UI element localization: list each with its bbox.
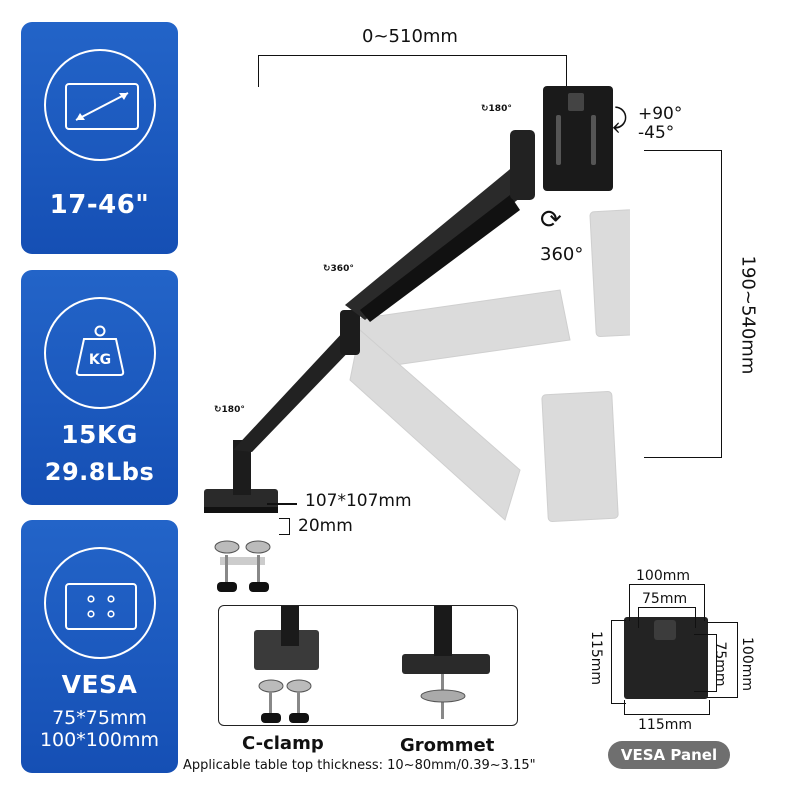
reach-tick-right — [566, 55, 567, 87]
svg-text:KG: KG — [88, 352, 110, 368]
rotation-label: 360° — [540, 244, 584, 265]
reach-tick-left — [258, 55, 259, 87]
swivel-top-icon: ↻180° — [481, 104, 512, 114]
rotate-360-icon: ⟳ — [540, 205, 562, 235]
swivel-base-icon: ↻180° — [214, 405, 245, 415]
mount-options-illustration — [254, 606, 490, 723]
vesa-bottom-label: 115mm — [638, 717, 692, 733]
vesa-height-left-bracket — [611, 620, 626, 704]
feature-card-screen-size: 17-46" — [21, 22, 178, 254]
vesa-title: VESA — [61, 670, 138, 699]
feature-card-vesa: VESA 75*75mm 100*100mm — [21, 520, 178, 773]
height-line-top — [644, 150, 722, 151]
weight-kg-icon: KG — [75, 325, 124, 376]
screen-size-value: 17-46" — [49, 190, 150, 220]
monitor-arm-illustration — [204, 86, 630, 523]
tilt-down-label: -45° — [638, 123, 675, 143]
weight-lbs-value: 29.8Lbs — [44, 458, 155, 486]
vesa-size-75: 75*75mm — [52, 707, 147, 729]
tilt-up-label: +90° — [638, 104, 683, 124]
base-size-label: 107*107mm — [305, 491, 412, 511]
screen-size-ring — [43, 49, 156, 161]
height-line — [721, 150, 722, 458]
base-thickness-label: 20mm — [298, 516, 353, 536]
c-clamp-illustration — [214, 540, 271, 592]
base-thickness-bracket — [279, 518, 290, 535]
base-size-line — [267, 503, 297, 505]
vesa-size-100: 100*100mm — [39, 729, 160, 751]
vesa-height-outer-bracket — [707, 622, 738, 698]
height-range-label: 190~540mm — [737, 255, 759, 375]
vesa-width-outer-bracket — [629, 584, 705, 621]
tilt-arrow-icon: ⤸ — [612, 104, 628, 134]
vesa-panel-badge: VESA Panel — [608, 741, 730, 769]
mount-options-box — [218, 605, 518, 726]
c-clamp-label: C-clamp — [242, 733, 324, 754]
vesa-ring — [43, 547, 156, 659]
vesa-height-left-label: 115mm — [588, 631, 604, 685]
swivel-mid-icon: ↻360° — [323, 264, 354, 274]
vesa-plate — [624, 617, 708, 699]
vesa-width-inner-bracket — [638, 607, 696, 628]
grommet-label: Grommet — [400, 735, 495, 756]
height-line-bottom — [644, 457, 722, 458]
screen-size-icon — [64, 83, 139, 130]
vesa-holes-icon — [64, 583, 137, 630]
vesa-height-inner-bracket — [694, 634, 717, 692]
thickness-note: Applicable table top thickness: 10~80mm/… — [183, 758, 536, 773]
weight-ring: KG — [43, 297, 156, 409]
vesa-height-outer-label: 100mm — [739, 637, 755, 691]
vesa-width-outer-label: 100mm — [636, 568, 690, 584]
reach-label: 0~510mm — [362, 26, 458, 47]
vesa-width-inner-label: 75mm — [642, 591, 688, 607]
weight-kg-value: 15KG — [61, 420, 138, 449]
reach-line — [258, 55, 566, 56]
vesa-bottom-bracket — [624, 700, 710, 715]
vesa-plate-latch — [654, 620, 676, 640]
feature-card-weight: KG 15KG 29.8Lbs — [21, 270, 178, 505]
